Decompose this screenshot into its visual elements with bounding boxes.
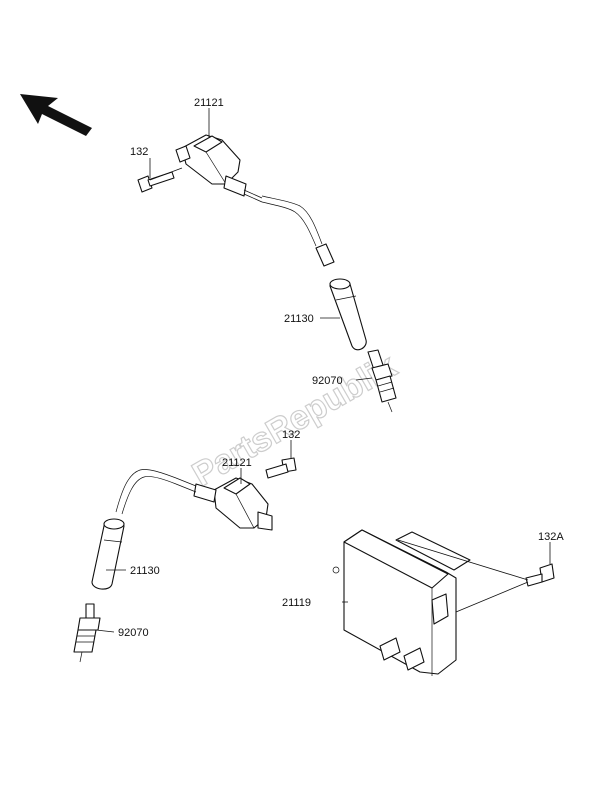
arrow-northwest-icon — [20, 94, 92, 136]
label-coil-top: 21121 — [194, 97, 224, 109]
label-plug-bottom: 92070 — [118, 627, 149, 639]
label-bolt-top: 132 — [130, 146, 148, 158]
label-bolt-bottom: 132 — [282, 429, 300, 441]
spark-plug-bottom — [73, 603, 101, 663]
label-coil-bottom: 21121 — [222, 457, 252, 469]
bolt-top — [137, 171, 175, 193]
leader-lines — [95, 108, 551, 633]
label-cap-bottom: 21130 — [130, 565, 160, 577]
high-tension-lead-bottom — [115, 469, 177, 515]
bolt-bottom — [265, 457, 297, 479]
label-plug-top: 92070 — [312, 375, 343, 387]
bolt-module — [525, 563, 555, 587]
ignition-coil-bottom — [175, 477, 273, 531]
watermark-text: PartsRepublik — [186, 347, 403, 494]
label-bolt-module: 132A — [538, 531, 564, 543]
spark-plug-top — [367, 349, 397, 413]
plug-cap-top — [329, 278, 367, 351]
high-tension-lead-top — [261, 195, 335, 267]
ignition-coil-top — [175, 134, 263, 203]
watermark: PartsRepublik — [185, 346, 403, 494]
plug-cap-bottom — [91, 518, 125, 590]
part-labels: 21121 132 21130 92070 21121 132 21130 92… — [118, 97, 564, 639]
label-module: 21119 — [282, 597, 311, 609]
label-cap-top: 21130 — [284, 313, 314, 325]
ignitor-module — [332, 529, 471, 676]
